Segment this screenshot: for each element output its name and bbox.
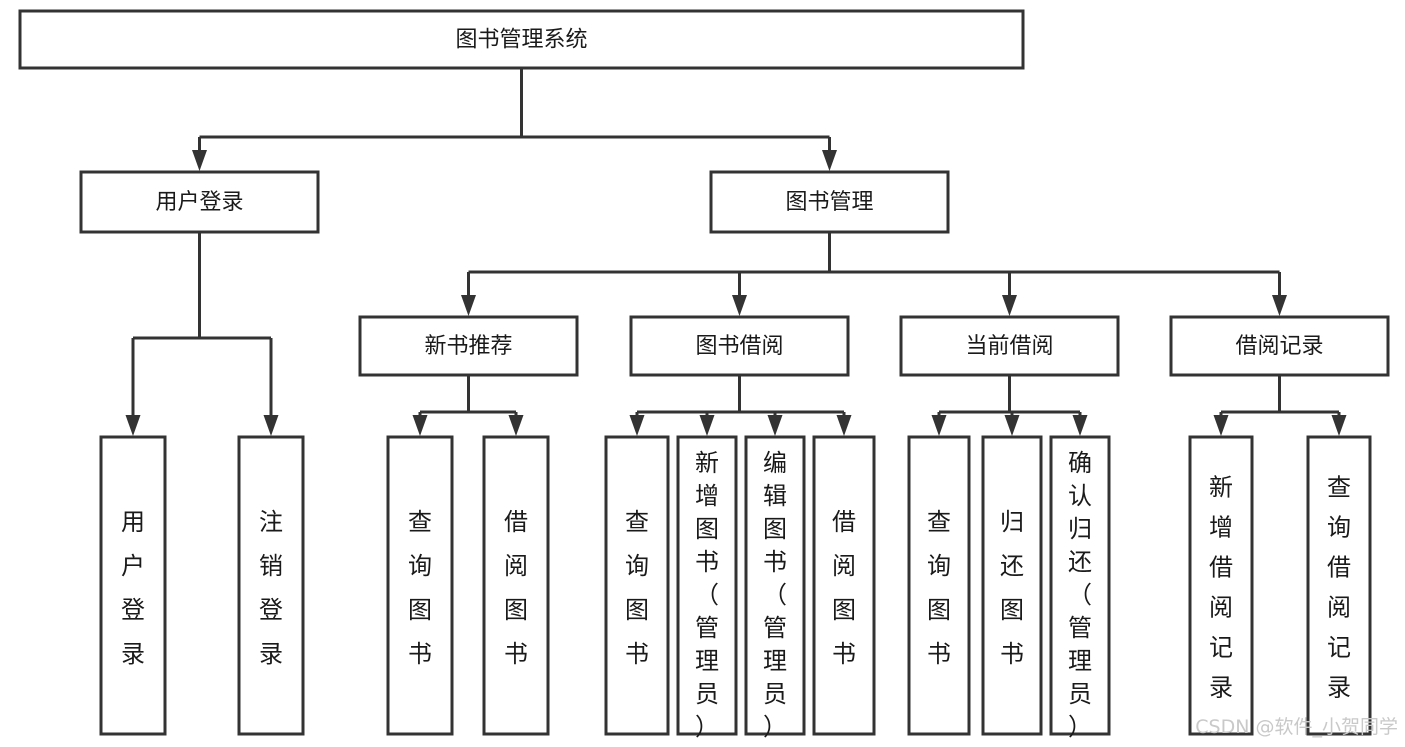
root-node-root[interactable]: 图书管理系统 (18, 9, 1025, 70)
root-to-level2-arrow-0 (192, 150, 207, 171)
borrow-record-to-leaves-arrow-0 (1213, 415, 1229, 436)
book-manage-to-level3-arrow-2 (1002, 295, 1017, 316)
book-manage-to-level3-arrow-0 (461, 295, 476, 316)
node-box (604, 435, 670, 736)
leaf-label: 用户登录 (121, 508, 145, 668)
level2-node-book-manage[interactable]: 图书管理 (709, 170, 950, 234)
level2-node-user-login[interactable]: 用户登录 (79, 170, 320, 234)
leaf-node-leaf-query-book-borrow[interactable]: 查询图书 (604, 435, 670, 736)
leaf-label: 归还图书 (1000, 508, 1024, 668)
leaf-node-leaf-add-book[interactable]: 新增图书（管理员） (676, 435, 738, 741)
connector-layer (125, 68, 1347, 436)
node-box (237, 435, 305, 736)
leaf-node-leaf-logout[interactable]: 注销登录 (237, 435, 305, 736)
leaf-label: 注销登录 (259, 508, 283, 668)
book-borrow-to-leaves-arrow-1 (699, 415, 715, 436)
leaf-node-leaf-return-book[interactable]: 归还图书 (981, 435, 1043, 736)
leaf-node-leaf-query-book-rec[interactable]: 查询图书 (386, 435, 454, 736)
leaf-node-leaf-confirm-return[interactable]: 确认归还（管理员） (1049, 435, 1111, 741)
node-box (709, 170, 950, 234)
book-borrow-to-leaves-arrow-2 (767, 415, 783, 436)
leaf-label: 查询图书 (625, 508, 649, 668)
leaf-label: 查询图书 (408, 508, 432, 668)
node-label: 图书借阅 (695, 334, 783, 359)
node-label: 图书管理 (785, 190, 873, 215)
user-login-to-leaves-arrow-0 (125, 415, 141, 436)
root-to-level2-arrow-1 (822, 150, 837, 171)
node-box (1049, 435, 1111, 736)
node-box (676, 435, 738, 736)
new-book-rec-to-leaves-arrow-1 (508, 415, 524, 436)
leaf-node-leaf-query-book-cur[interactable]: 查询图书 (907, 435, 971, 736)
leaf-label: 编辑图书（管理员） (763, 449, 787, 741)
leaf-label: 确认归还（管理员） (1068, 449, 1092, 741)
user-login-to-leaves-arrow-1 (263, 415, 279, 436)
book-manage-to-level3-arrow-1 (732, 295, 747, 316)
leaf-label: 借阅图书 (504, 508, 528, 668)
level3-node-new-book-rec[interactable]: 新书推荐 (358, 315, 579, 377)
current-borrow-to-leaves-arrow-1 (1004, 415, 1020, 436)
node-box (907, 435, 971, 736)
node-box (629, 315, 850, 377)
node-box (899, 315, 1120, 377)
node-box (482, 435, 550, 736)
level3-node-current-borrow[interactable]: 当前借阅 (899, 315, 1120, 377)
leaf-node-leaf-edit-book[interactable]: 编辑图书（管理员） (744, 435, 806, 741)
node-box (1188, 435, 1254, 736)
node-label: 用户登录 (155, 190, 243, 215)
book-borrow-to-leaves-arrow-3 (836, 415, 852, 436)
current-borrow-to-leaves-arrow-2 (1072, 415, 1088, 436)
leaf-label: 借阅图书 (832, 508, 856, 668)
leaf-label: 查询借阅记录 (1327, 474, 1351, 702)
leaf-label: 查询图书 (927, 508, 951, 668)
node-box (386, 435, 454, 736)
node-box (358, 315, 579, 377)
book-borrow-to-leaves-arrow-0 (629, 415, 645, 436)
node-box (18, 9, 1025, 70)
level3-node-book-borrow[interactable]: 图书借阅 (629, 315, 850, 377)
leaf-node-leaf-borrow-book[interactable]: 借阅图书 (812, 435, 876, 736)
node-box (1306, 435, 1372, 736)
borrow-record-to-leaves-arrow-1 (1331, 415, 1347, 436)
node-label: 图书管理系统 (455, 28, 587, 53)
node-box (744, 435, 806, 736)
leaf-node-leaf-user-login[interactable]: 用户登录 (99, 435, 167, 736)
level3-node-borrow-record[interactable]: 借阅记录 (1169, 315, 1390, 377)
leaf-node-leaf-borrow-book-rec[interactable]: 借阅图书 (482, 435, 550, 736)
node-box (99, 435, 167, 736)
new-book-rec-to-leaves-arrow-0 (412, 415, 428, 436)
leaf-label: 新增借阅记录 (1209, 474, 1233, 702)
csdn-watermark: CSDN @软件_小贺同学 (1195, 716, 1398, 738)
node-box (79, 170, 320, 234)
book-manage-to-level3-arrow-3 (1272, 295, 1287, 316)
node-label: 借阅记录 (1235, 334, 1323, 359)
current-borrow-to-leaves-arrow-0 (931, 415, 947, 436)
leaf-node-leaf-add-record[interactable]: 新增借阅记录 (1188, 435, 1254, 736)
leaf-node-leaf-query-record[interactable]: 查询借阅记录 (1306, 435, 1372, 736)
node-box (1169, 315, 1390, 377)
node-box (981, 435, 1043, 736)
node-label: 新书推荐 (424, 334, 512, 359)
leaf-label: 新增图书（管理员） (695, 449, 719, 741)
node-label: 当前借阅 (965, 334, 1053, 359)
node-layer: 图书管理系统用户登录图书管理新书推荐图书借阅当前借阅借阅记录用户登录注销登录查询… (18, 9, 1390, 741)
node-box (812, 435, 876, 736)
